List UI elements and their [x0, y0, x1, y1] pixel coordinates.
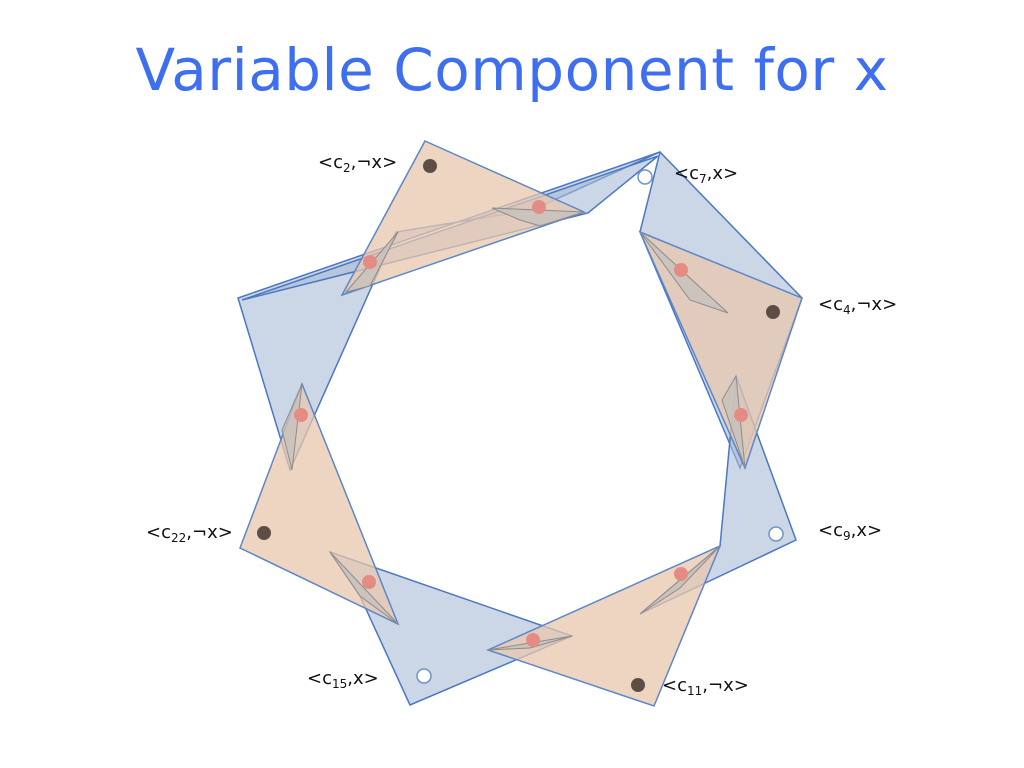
label-c11: <c11,¬x> [662, 675, 749, 698]
slide-title: Variable Component for x [135, 36, 889, 104]
tan-triangle-bottom [485, 544, 722, 707]
label-c22: <c22,¬x> [146, 522, 233, 545]
dots [257, 159, 784, 692]
pink-dot [674, 567, 688, 581]
pink-dot [674, 263, 688, 277]
label-c4: <c4,¬x> [818, 294, 898, 317]
hollow-dot-c9 [768, 526, 784, 542]
sliver-left [281, 383, 303, 471]
sliver-top [491, 207, 585, 227]
hollow-dot-c15 [416, 668, 432, 684]
dark-dot-c4 [766, 305, 780, 319]
blue-quads [237, 150, 803, 706]
dark-dot-c11 [631, 678, 645, 692]
sliver-right [721, 374, 746, 469]
label-c15: <c15,x> [307, 668, 379, 691]
tan-triangle-right [638, 230, 803, 471]
dark-dot-c2 [423, 159, 437, 173]
pink-dot [294, 408, 308, 422]
pink-dot [362, 575, 376, 589]
label-c7: <c7,x> [674, 163, 739, 186]
tan-triangles [239, 140, 803, 707]
tan-triangle-left [239, 381, 400, 626]
pink-dot [532, 200, 546, 214]
tan-triangle-top [340, 140, 587, 297]
sliver-bottom-left [329, 551, 399, 625]
pink-dot [526, 633, 540, 647]
label-c9: <c9,x> [818, 520, 883, 543]
pink-dot [734, 408, 748, 422]
pink-dot [363, 255, 377, 269]
dark-dot-c22 [257, 526, 271, 540]
hollow-dot-c7 [637, 169, 653, 185]
label-c2: <c2,¬x> [318, 152, 398, 175]
